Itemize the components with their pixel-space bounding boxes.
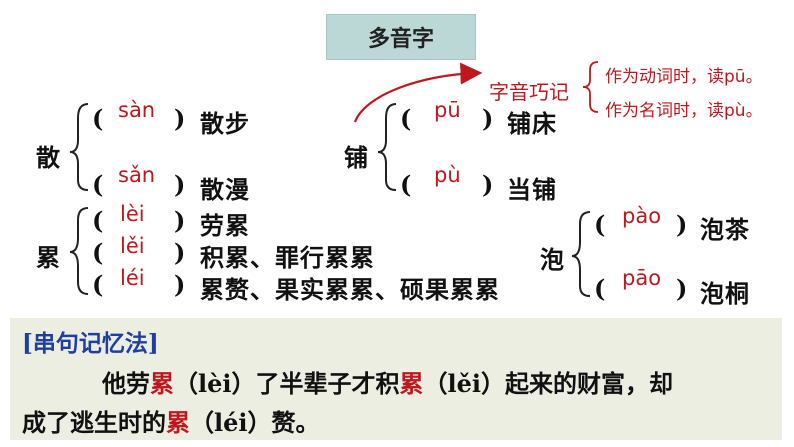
paren-open: ( xyxy=(92,270,104,299)
memo-line-1: 他劳累（lèi）了半辈子才积累（lěi）起来的财富，却 xyxy=(102,364,673,399)
paren-close: ) xyxy=(174,270,186,299)
paren-close: ) xyxy=(482,170,494,199)
memo-box xyxy=(10,318,782,440)
pinyin-lei-1: lèi xyxy=(120,202,145,226)
pinyin-pu-1: pū xyxy=(434,98,461,122)
paren-open: ( xyxy=(92,238,104,267)
paren-open: ( xyxy=(92,206,104,235)
paren-open: ( xyxy=(400,170,412,199)
pinyin-san-1: sàn xyxy=(118,98,156,122)
pu-brace xyxy=(377,103,397,191)
paren-open: ( xyxy=(594,210,606,239)
san-brace xyxy=(69,103,89,191)
memo-seg-red: 累 xyxy=(399,369,424,398)
word-pu-2: 当铺 xyxy=(507,175,557,204)
memo-seg-red: 累 xyxy=(166,408,190,437)
paren-open: ( xyxy=(594,274,606,303)
tip-brace xyxy=(582,61,599,113)
word-lei-2: 积累、罪行累累 xyxy=(200,243,375,272)
word-san-1: 散步 xyxy=(200,109,250,138)
paren-close: ) xyxy=(174,170,186,199)
pinyin-pao-2: pāo xyxy=(622,266,662,290)
paren-close: ) xyxy=(482,104,494,133)
char-lei: 累 xyxy=(36,243,60,272)
pinyin-pao-1: pào xyxy=(622,204,662,228)
char-pu: 铺 xyxy=(344,143,368,172)
paren-open: ( xyxy=(92,170,104,199)
lei-brace xyxy=(69,207,89,295)
paren-close: ) xyxy=(174,238,186,267)
paren-close: ) xyxy=(676,210,688,239)
paren-open: ( xyxy=(400,104,412,133)
paren-close: ) xyxy=(174,206,186,235)
word-pao-1: 泡茶 xyxy=(700,215,750,244)
char-pao: 泡 xyxy=(540,245,564,274)
tip-line-noun: 作为名词时，读pù。 xyxy=(605,101,763,121)
word-san-2: 散漫 xyxy=(200,175,250,204)
char-san: 散 xyxy=(36,143,60,172)
page-title: 多音字 xyxy=(326,14,476,60)
tip-label: 字音巧记 xyxy=(489,80,569,104)
pinyin-san-2: sǎn xyxy=(118,163,156,187)
word-pao-2: 泡桐 xyxy=(700,279,750,308)
tip-line-verb: 作为动词时，读pū。 xyxy=(605,67,763,87)
memo-seg: 他劳 xyxy=(102,369,150,398)
memo-line-2: 成了逃生时的累（léi）赘。 xyxy=(22,403,320,438)
memo-seg: （lěi）起来的财富，却 xyxy=(423,369,674,398)
word-lei-3: 累赘、果实累累、硕果累累 xyxy=(200,275,500,304)
pao-brace xyxy=(571,211,591,297)
memo-seg: 成了逃生时的 xyxy=(22,408,166,437)
word-lei-1: 劳累 xyxy=(200,211,250,240)
pinyin-lei-2: lěi xyxy=(120,234,145,258)
arrow xyxy=(353,62,483,123)
memo-seg-red: 累 xyxy=(150,369,174,398)
memo-seg: （léi）赘。 xyxy=(190,408,320,437)
word-pu-1: 铺床 xyxy=(507,109,557,138)
paren-open: ( xyxy=(92,104,104,133)
paren-close: ) xyxy=(174,104,186,133)
paren-close: ) xyxy=(676,274,688,303)
memo-title: [串句记忆法] xyxy=(22,330,159,357)
pinyin-pu-2: pù xyxy=(434,163,461,187)
memo-seg: （lèi）了半辈子才积 xyxy=(174,369,400,398)
pinyin-lei-3: léi xyxy=(120,266,145,290)
